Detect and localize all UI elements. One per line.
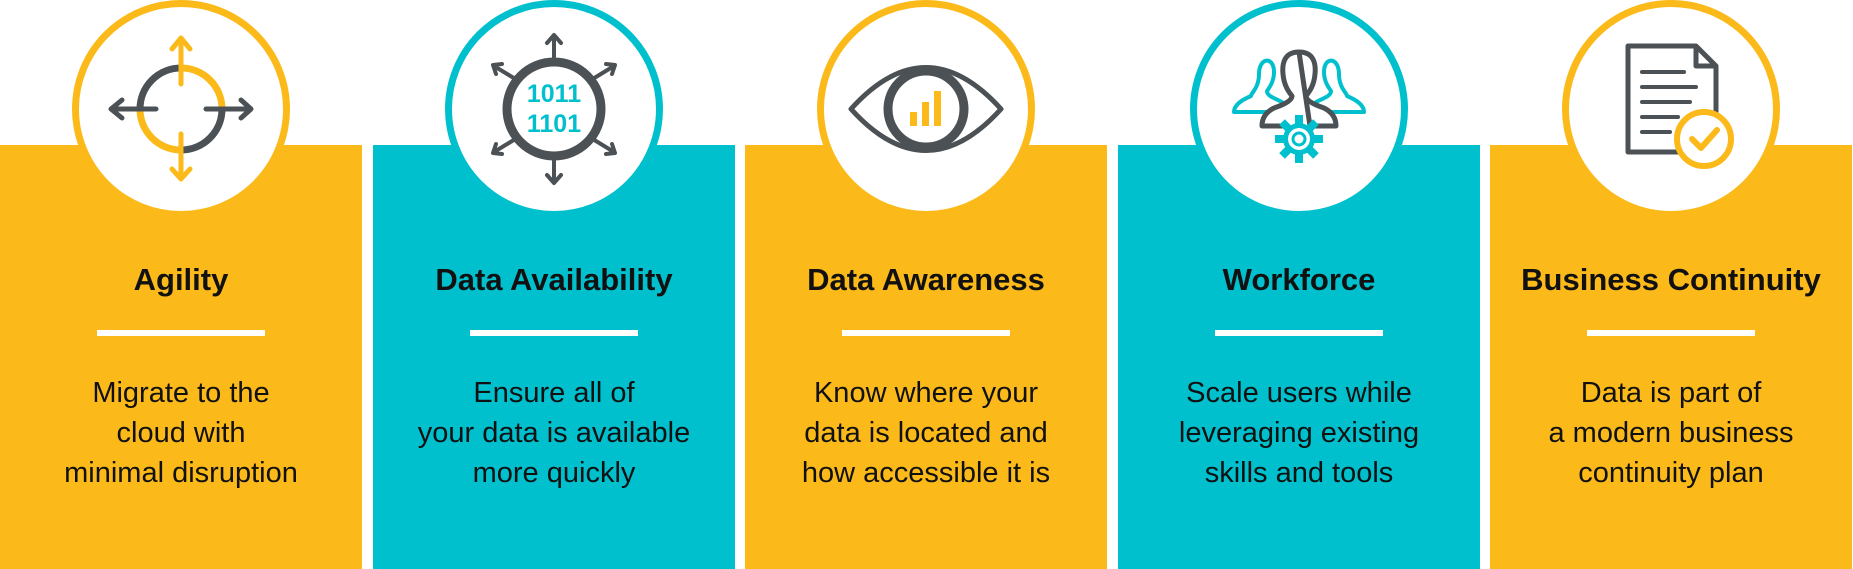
description-line: data is located and — [804, 417, 1048, 449]
description-line: more quickly — [472, 457, 636, 489]
card-title: Workforce — [1222, 262, 1376, 297]
description-line: Data is part of — [1580, 377, 1762, 409]
icon-badge-workforce — [1190, 0, 1408, 218]
card-description: Ensure all of your data is available mor… — [393, 373, 715, 493]
divider — [470, 330, 638, 336]
card-description: Know where your data is located and how … — [765, 373, 1087, 493]
icon-badge-business-continuity — [1562, 0, 1780, 218]
description-line: skills and tools — [1204, 457, 1394, 489]
card-description: Migrate to the cloud with minimal disrup… — [20, 373, 342, 493]
card-title: Data Awareness — [807, 262, 1045, 297]
divider — [97, 330, 265, 336]
card-title: Agility — [133, 262, 229, 297]
card-data-awareness: Data Awareness Know where your data is l… — [745, 145, 1107, 569]
binary-line-2: 1101 — [527, 110, 581, 138]
description-line: leveraging existing — [1178, 417, 1420, 449]
description-line: Know where your — [813, 377, 1039, 409]
description-line: Migrate to the — [92, 377, 270, 409]
description-line: a modern business — [1548, 417, 1794, 449]
migrate-arrows-icon — [108, 35, 254, 182]
divider — [1215, 330, 1383, 336]
card-title: Business Continuity — [1521, 262, 1821, 297]
description-line: Scale users while — [1186, 377, 1412, 409]
divider — [1587, 330, 1755, 336]
icon-badge-agility — [72, 0, 290, 218]
description-line: Ensure all of — [473, 377, 635, 409]
binary-line-1: 1011 — [527, 80, 581, 108]
icon-badge-data-awareness — [817, 0, 1035, 218]
users-gear-icon — [1232, 49, 1366, 163]
card-business-continuity: Business Continuity Data is part of a mo… — [1490, 145, 1852, 569]
description-line: continuity plan — [1578, 457, 1764, 489]
icon-badge-data-availability: 1011 1101 — [445, 0, 663, 218]
description-line: your data is available — [417, 417, 691, 449]
document-check-icon — [1625, 43, 1734, 169]
description-line: minimal disruption — [64, 457, 298, 489]
card-description: Scale users while leveraging existing sk… — [1138, 373, 1460, 493]
card-description: Data is part of a modern business contin… — [1510, 373, 1832, 493]
description-line: how accessible it is — [801, 457, 1051, 489]
eye-chart-icon — [848, 65, 1004, 153]
description-line: cloud with — [116, 417, 246, 449]
divider — [842, 330, 1010, 336]
card-title: Data Availability — [435, 262, 673, 297]
binary-data-hub-icon: 1011 1101 — [491, 33, 617, 185]
